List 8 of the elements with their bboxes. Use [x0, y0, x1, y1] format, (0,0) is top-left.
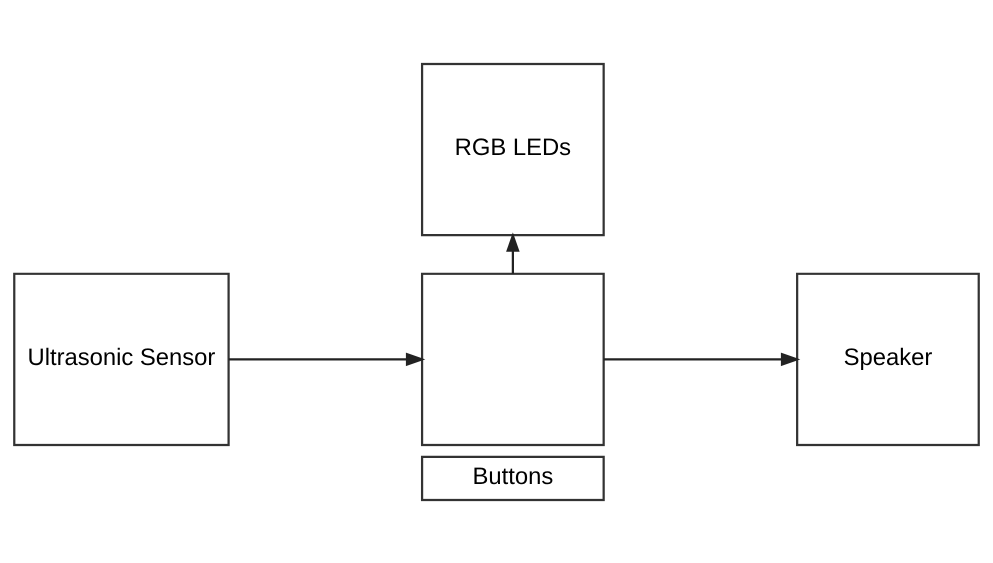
node-box: RGB LEDs [420, 62, 605, 236]
arrow [506, 232, 520, 274]
arrow [228, 352, 426, 366]
node-box [420, 272, 605, 446]
node-box: Buttons [420, 455, 605, 501]
node-box: Speaker [796, 272, 980, 446]
node-box: Ultrasonic Sensor [13, 272, 230, 446]
arrow [604, 352, 800, 366]
